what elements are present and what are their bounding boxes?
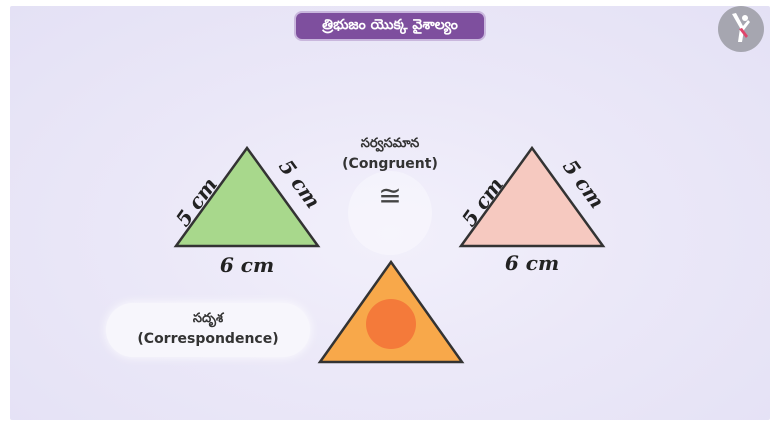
correspondence-label: సదృశ (Correspondence): [106, 303, 310, 357]
correspondence-telugu: సదృశ: [192, 311, 224, 326]
diver-icon: [732, 13, 750, 42]
triangle-bottom-circle: [366, 299, 416, 349]
play-button-overlay[interactable]: [348, 171, 432, 255]
triangle-left-base: 6 cm: [220, 253, 274, 277]
congruent-symbol: ≅: [378, 179, 402, 212]
triangle-left: [173, 145, 321, 248]
congruent-telugu: సర్వసమాన: [360, 136, 420, 151]
congruent-english: (Congruent): [342, 156, 438, 172]
lesson-title: త్రిభుజం యొక్క వైశాల్యం: [294, 11, 486, 41]
congruent-label: సర్వసమాన (Congruent): [330, 134, 450, 174]
correspondence-english: (Correspondence): [137, 331, 279, 347]
triangle-right: [458, 145, 606, 248]
triangle-right-base: 6 cm: [505, 251, 559, 275]
channel-logo[interactable]: [718, 6, 764, 52]
triangles-drawing: 5 cm 5 cm 6 cm 5 cm 5 cm 6 cm: [171, 145, 609, 364]
lesson-slide[interactable]: త్రిభుజం యొక్క వైశాల్యం సర్వసమాన (Congru…: [10, 6, 770, 420]
